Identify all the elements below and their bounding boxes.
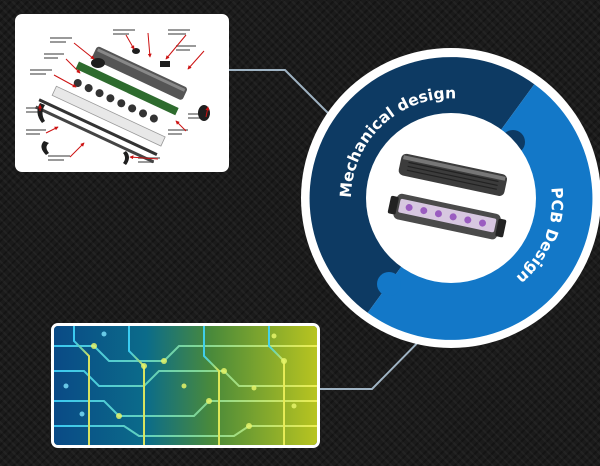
pcb-strip-part [75, 61, 179, 116]
led-light-bar-image [387, 153, 508, 240]
puzzle-knob-lower [377, 272, 401, 296]
pcb-image-panel [51, 323, 320, 448]
annotation-arrows [38, 32, 210, 160]
lens-part [51, 85, 166, 147]
rail-part [38, 98, 158, 157]
connector-line-pcb [320, 321, 439, 390]
pcb-traces-image [54, 326, 317, 445]
mechanical-drawing-panel [15, 14, 229, 172]
exploded-parts [35, 46, 187, 164]
exploded-view-drawing [26, 29, 210, 165]
